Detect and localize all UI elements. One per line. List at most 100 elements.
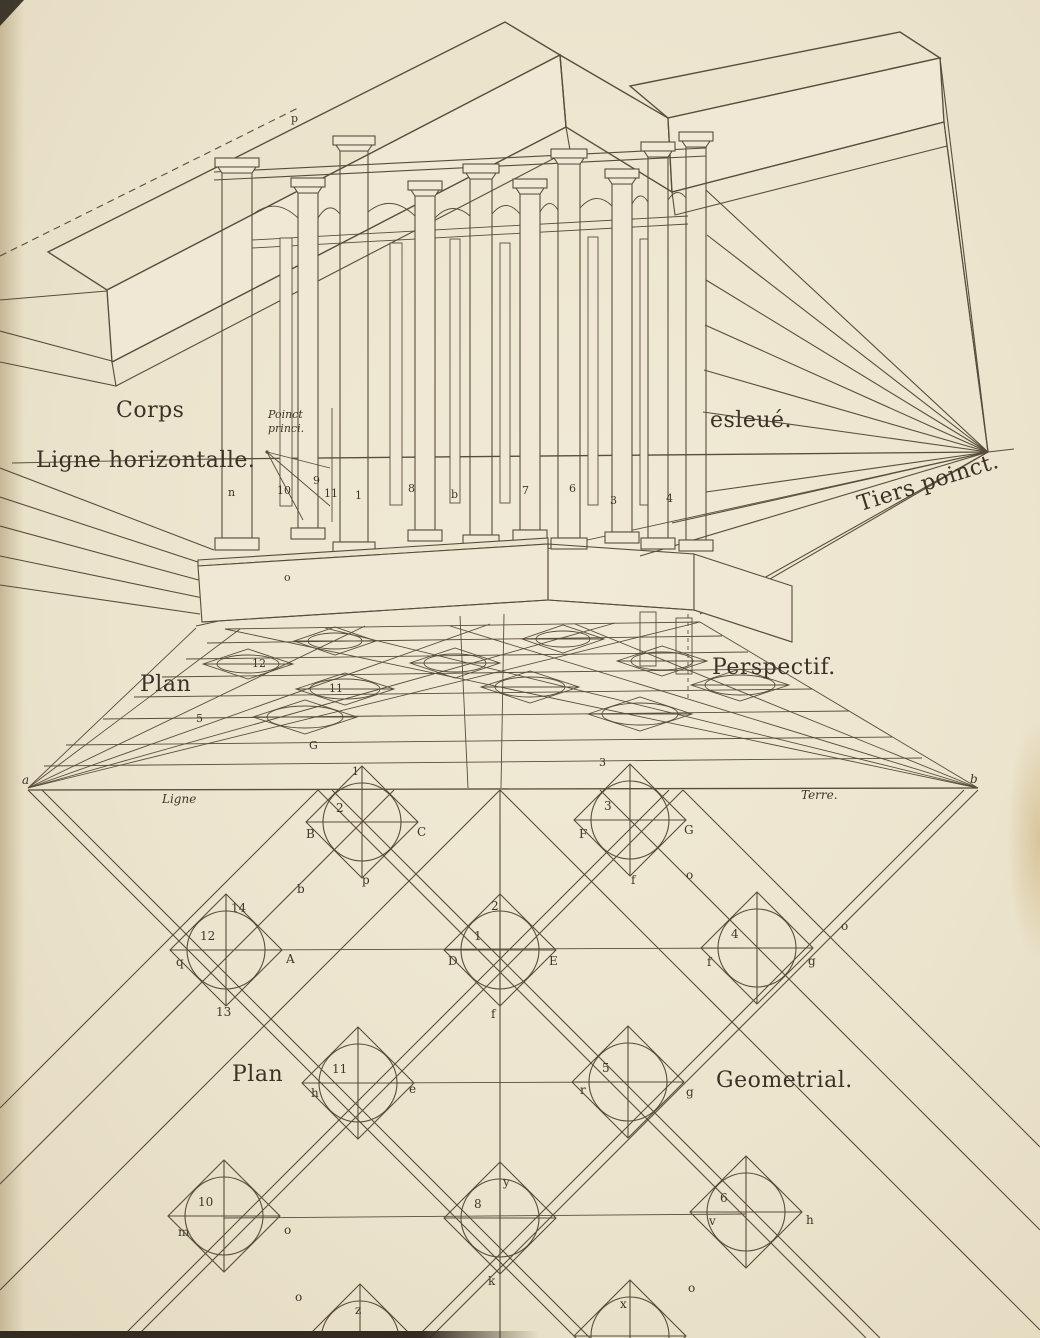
plan-letter: k xyxy=(488,1274,496,1288)
persp-plan-node xyxy=(251,699,359,735)
colonnade-mark: n xyxy=(228,486,235,499)
label-corps: Corps xyxy=(116,398,185,423)
plan-node-number: 1 xyxy=(474,929,482,943)
plan-letter: 13 xyxy=(216,1005,231,1019)
colonnade-mark: 9 xyxy=(313,474,320,487)
colonnade-mark: 11 xyxy=(324,487,338,500)
plan-node-number: 6 xyxy=(720,1191,728,1205)
plan-letter: C xyxy=(417,825,426,839)
persp-plan-node xyxy=(689,668,791,702)
plan-node xyxy=(443,1161,557,1275)
persp-plan-mark: 12 xyxy=(252,657,266,670)
label-geometrial: Geometrial. xyxy=(716,1068,853,1093)
plan-letter: e xyxy=(409,1082,416,1096)
plan-letter: B xyxy=(306,827,315,841)
poinct-principal-construction xyxy=(265,408,333,522)
plan-node xyxy=(167,1159,281,1273)
plan-letter: A xyxy=(285,952,295,966)
page-bottom-edge xyxy=(0,1331,540,1338)
plan-letter: o xyxy=(686,868,693,882)
plan-letter: D xyxy=(448,954,458,968)
label-poinct-princi-1: Poinct xyxy=(268,408,303,421)
colonnade-mark: p xyxy=(291,112,298,125)
perspective-plan xyxy=(27,613,979,789)
plan-letter: h xyxy=(806,1213,814,1227)
colonnade-mark: 7 xyxy=(522,484,529,497)
plan-letter: 2 xyxy=(491,899,499,913)
persp-plan-mark: 11 xyxy=(329,682,343,695)
plan-node-number: 5 xyxy=(602,1061,610,1075)
colonnade-mark: b xyxy=(451,488,458,501)
plan-node-number: 12 xyxy=(200,929,215,943)
plan-node xyxy=(689,1155,803,1269)
plan-node-number: 10 xyxy=(198,1195,213,1209)
plan-letter: z xyxy=(355,1303,361,1317)
plan-letter: o xyxy=(295,1290,302,1304)
plan-letter: g xyxy=(808,954,816,968)
label-perspectif: Perspectif. xyxy=(712,655,836,680)
plan-node xyxy=(305,765,419,879)
platform xyxy=(197,537,793,702)
page-gutter-shadow xyxy=(0,0,24,1338)
plan-node xyxy=(573,1279,687,1338)
plan-node-number: 3 xyxy=(604,799,612,813)
label-plan-upper: Plan xyxy=(140,672,192,697)
plan-node xyxy=(573,763,687,877)
colonnade-mark: 6 xyxy=(569,482,576,495)
plan-letter: g xyxy=(686,1085,694,1099)
plan-letter: f xyxy=(491,1007,497,1021)
plan-letter: v xyxy=(708,1214,716,1228)
plan-node xyxy=(700,891,814,1005)
plan-letter: o xyxy=(841,919,848,933)
colonnade-mark: o xyxy=(284,571,291,584)
plan-letter: a xyxy=(22,773,29,787)
colonnade-mark: 8 xyxy=(408,482,415,495)
plan-letter: F xyxy=(579,827,587,841)
colonnade-mark: 3 xyxy=(610,494,617,507)
persp-plan-mark: G xyxy=(309,739,318,752)
label-esleve: esleué. xyxy=(710,408,793,433)
plan-node xyxy=(305,1283,415,1338)
persp-plan-node xyxy=(520,624,606,654)
plan-node xyxy=(301,1026,415,1140)
plan-letter: x xyxy=(620,1297,627,1311)
plan-letter: b xyxy=(297,882,305,896)
plan-letter: Terre. xyxy=(801,788,838,802)
persp-plan-node xyxy=(294,672,396,706)
plan-letter: f xyxy=(707,955,713,969)
horizon-line xyxy=(11,451,987,464)
persp-plan-mark: 5 xyxy=(196,712,203,725)
plan-node-number: 11 xyxy=(332,1062,347,1076)
label-ligne-horizontalle: Ligne horizontalle. xyxy=(36,448,256,473)
label-plan-lower: Plan xyxy=(232,1062,284,1087)
plan-letter: f xyxy=(631,873,637,887)
label-poinct-princi-2: princi. xyxy=(268,422,305,435)
plan-letter: Ligne xyxy=(161,792,196,806)
ground-line xyxy=(27,787,979,791)
plan-letter: o xyxy=(688,1281,695,1295)
plan-node xyxy=(443,893,557,1007)
plan-node-number: 2 xyxy=(336,801,344,815)
paper-stain xyxy=(1006,720,1040,960)
entablature xyxy=(46,21,948,387)
persp-plan-mark: 1 xyxy=(352,765,359,778)
plan-letter: h xyxy=(311,1086,319,1100)
plan-letter: y xyxy=(502,1175,510,1189)
plan-node-number: 8 xyxy=(474,1197,482,1211)
geometric-plan xyxy=(0,789,1040,1338)
colonnade-mark: 1 xyxy=(355,489,362,502)
capitals xyxy=(214,131,714,197)
persp-plan-node xyxy=(408,647,502,679)
colonnade xyxy=(213,131,714,555)
plan-node xyxy=(571,1025,685,1139)
persp-plan-node xyxy=(615,645,709,677)
plan-letter: o xyxy=(284,1223,291,1237)
plan-node xyxy=(169,893,283,1007)
plan-letter: r xyxy=(580,1083,586,1097)
colonnade-mark: 4 xyxy=(666,492,673,505)
plan-letter: b xyxy=(970,772,978,786)
ink-corner-mark xyxy=(0,0,24,26)
